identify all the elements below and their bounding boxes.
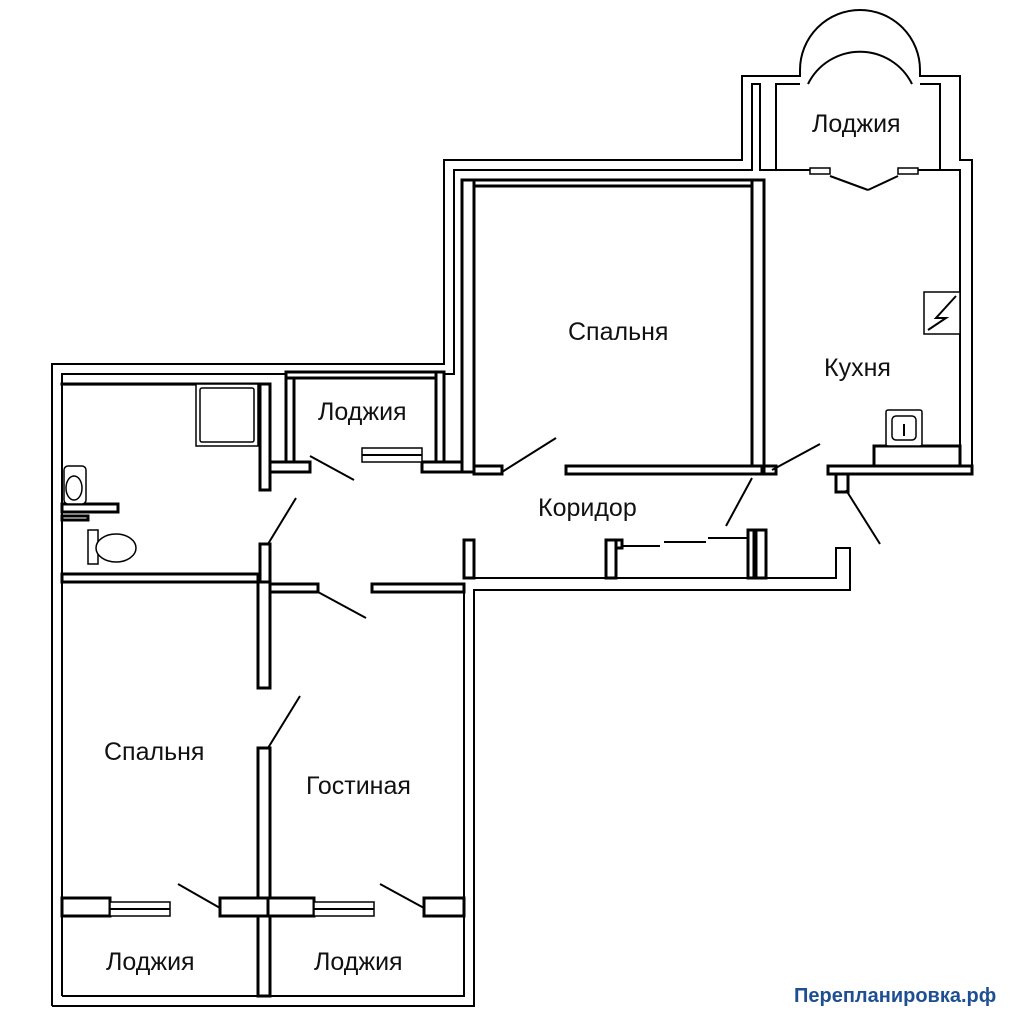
bathtub (195, 383, 259, 447)
label-loggia-top-right: Лоджия (812, 110, 901, 138)
label-loggia-bottom-right: Лоджия (314, 948, 403, 976)
electric-stove (923, 291, 961, 335)
label-living-room: Гостиная (306, 772, 411, 800)
label-loggia-bottom-left: Лоджия (106, 948, 195, 976)
site-watermark: Перепланировка.рф (794, 985, 996, 1007)
toilet (87, 529, 137, 565)
interior-walls (60, 178, 974, 998)
label-bedroom-left: Спальня (104, 738, 204, 766)
door-swings (177, 175, 899, 909)
kitchen-sink (885, 409, 923, 447)
label-loggia-middle: Лоджия (318, 398, 407, 426)
label-corridor: Коридор (538, 494, 637, 522)
bathroom-sink (63, 465, 87, 505)
label-kitchen: Кухня (824, 354, 891, 382)
windows (109, 167, 919, 917)
outer-walls (51, 9, 973, 1007)
label-bedroom-top: Спальня (568, 318, 668, 346)
